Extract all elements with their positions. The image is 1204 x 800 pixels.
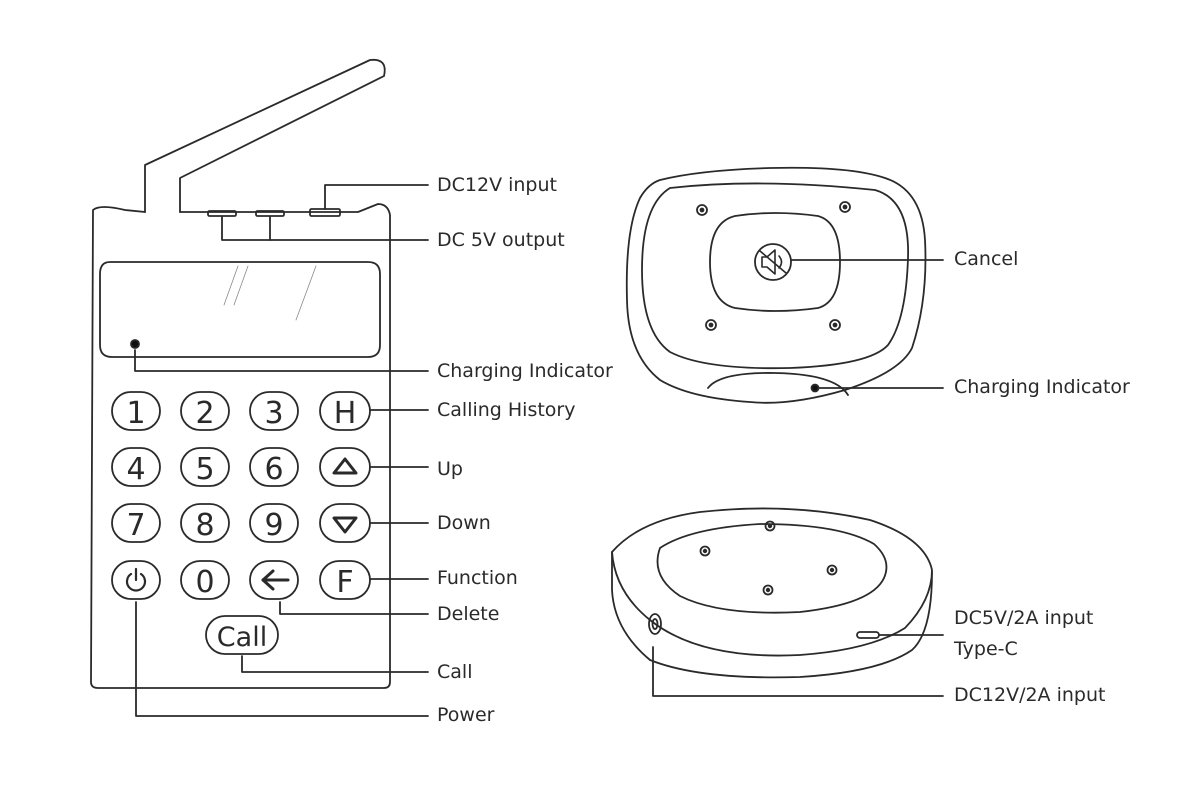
pager-side-edge [611, 551, 933, 679]
label-power: Power [437, 704, 495, 726]
key-8[interactable]: 8 [180, 503, 230, 543]
function-button[interactable]: F [319, 560, 371, 600]
label-charging-indicator-pager: Charging Indicator [954, 376, 1130, 398]
pager-side-top [611, 507, 933, 657]
pager-body-outer [625, 166, 927, 404]
usb-port-right [255, 210, 285, 217]
label-calling-history: Calling History [437, 399, 576, 421]
label-down: Down [437, 512, 491, 534]
pager-side-inner [656, 523, 888, 614]
label-charging-indicator-keypad: Charging Indicator [437, 360, 613, 382]
antenna [144, 58, 386, 213]
function-button-label: F [336, 565, 353, 600]
mute-speaker-icon [759, 249, 787, 275]
key-5-label: 5 [195, 452, 214, 487]
label-function: Function [437, 567, 518, 589]
key-1[interactable]: 1 [111, 391, 161, 431]
label-cancel: Cancel [954, 248, 1019, 270]
down-arrow-icon [332, 516, 358, 534]
screw-holes [696, 201, 851, 331]
key-6[interactable]: 6 [249, 447, 299, 487]
key-3[interactable]: 3 [249, 391, 299, 431]
key-1-label: 1 [126, 396, 145, 431]
down-button[interactable] [319, 503, 371, 543]
key-4[interactable]: 4 [111, 447, 161, 487]
label-type-c: Type-C [954, 638, 1018, 660]
label-up: Up [437, 458, 463, 480]
display-screen [99, 261, 381, 358]
power-icon [125, 567, 147, 592]
key-0-label: 0 [195, 565, 214, 600]
call-button-label: Call [217, 622, 267, 653]
pager-side-leader-lines [652, 634, 944, 697]
calling-history-button-label: H [334, 396, 357, 431]
screen-glare [223, 265, 317, 321]
pager-top-leader-lines [790, 259, 944, 389]
key-5[interactable]: 5 [180, 447, 230, 487]
key-7[interactable]: 7 [111, 503, 161, 543]
key-9-label: 9 [264, 508, 283, 543]
key-8-label: 8 [195, 508, 214, 543]
pager-side-view [611, 507, 933, 679]
calling-history-button[interactable]: H [319, 391, 371, 431]
type-c-port [856, 631, 880, 639]
label-call: Call [437, 661, 473, 683]
pager-bottom-rim [707, 372, 849, 396]
delete-button[interactable] [249, 560, 299, 600]
key-2[interactable]: 2 [180, 391, 230, 431]
power-button[interactable] [111, 560, 161, 600]
key-2-label: 2 [195, 396, 214, 431]
key-6-label: 6 [264, 452, 283, 487]
left-arrow-icon [261, 569, 290, 591]
up-button[interactable] [319, 447, 371, 487]
keypad-body [90, 203, 391, 689]
cancel-button[interactable] [754, 243, 792, 281]
label-dc12v-2a-input: DC12V/2A input [954, 684, 1106, 706]
label-dc5v-output: DC 5V output [437, 229, 565, 251]
label-dc5v-2a-input: DC5V/2A input [954, 607, 1094, 629]
usb-port-left [207, 210, 237, 217]
keypad-transmitter: 1 2 3 H 4 5 6 7 8 9 0 F Call [90, 58, 391, 689]
pager-side-holes [699, 520, 838, 596]
key-7-label: 7 [126, 508, 145, 543]
label-delete: Delete [437, 603, 500, 625]
keypad-charging-led [130, 339, 140, 349]
key-4-label: 4 [126, 452, 145, 487]
pager-top-face [641, 182, 909, 370]
cancel-pad [709, 212, 841, 312]
key-9[interactable]: 9 [249, 503, 299, 543]
pager-top-view [625, 166, 927, 404]
up-arrow-icon [332, 457, 358, 475]
keypad-leader-lines [134, 184, 429, 717]
label-dc12v-input: DC12V input [437, 174, 557, 196]
key-3-label: 3 [264, 396, 283, 431]
key-0[interactable]: 0 [180, 560, 230, 600]
dc12v-jack [648, 613, 662, 635]
call-button[interactable]: Call [205, 615, 279, 655]
